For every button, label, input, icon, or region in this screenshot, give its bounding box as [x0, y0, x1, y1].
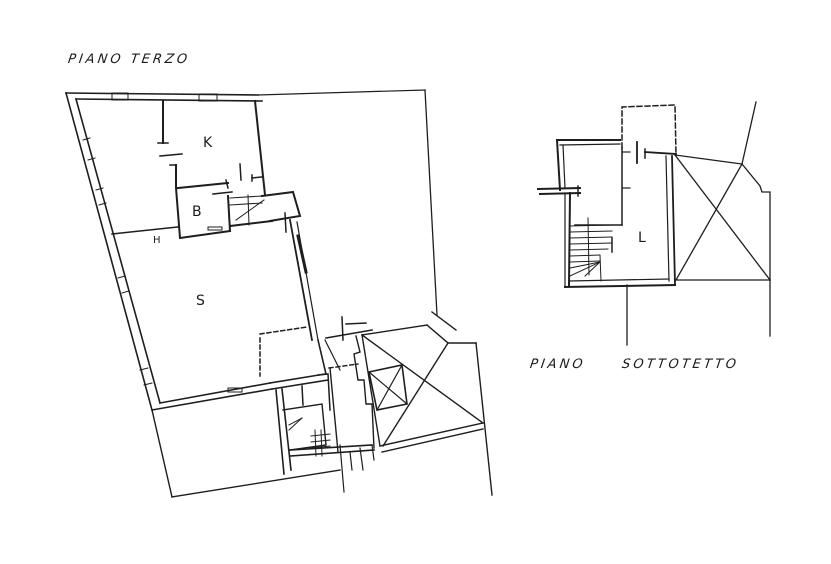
piano-sottotetto-title-part1: PIANO — [528, 357, 587, 372]
room-label-bathroom: B — [192, 204, 202, 220]
piano-terzo-plan: H — [65, 89, 493, 498]
piano-sottotetto-title-part2: SOTTOTETTO — [620, 357, 740, 372]
piano-terzo-title: PIANO TERZO — [66, 52, 192, 67]
room-label-l: L — [638, 230, 646, 246]
room-label-living: S — [196, 293, 205, 309]
piano-sottotetto-plan — [536, 101, 771, 346]
room-label-kitchen: K — [203, 135, 213, 151]
svg-text:H: H — [153, 235, 161, 246]
